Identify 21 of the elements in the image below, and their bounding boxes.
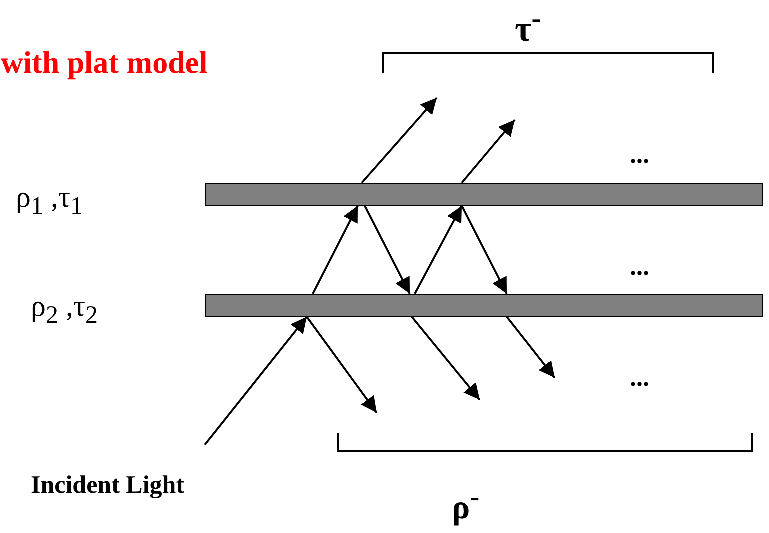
- bracket-label: τ$^{-}$: [515, 4, 542, 47]
- ellipsis: ...: [630, 254, 650, 280]
- title: with plat model: [1, 47, 208, 78]
- light-ray-arrow: [204, 316, 308, 446]
- light-ray-arrow: [414, 206, 463, 294]
- plate-label: ρ$_{2}$ ,τ$_{2}$: [31, 292, 98, 328]
- light-ray-arrow: [312, 206, 359, 294]
- plate-label: ρ$_{1}$ ,τ$_{1}$: [16, 183, 84, 219]
- light-ray-arrow: [361, 97, 438, 184]
- light-ray-arrow: [411, 316, 481, 401]
- ellipsis: ...: [630, 142, 650, 168]
- light-ray-arrow: [506, 316, 556, 379]
- bracket-label: ρ$^{-}$: [452, 484, 480, 526]
- light-ray-arrow: [461, 206, 508, 294]
- caption-text: Incident Light: [31, 473, 185, 498]
- ellipsis: ...: [630, 365, 650, 391]
- plate-bar: [205, 294, 763, 317]
- light-ray-arrow: [306, 316, 378, 414]
- light-ray-arrow: [461, 119, 516, 184]
- light-ray-arrow: [364, 206, 411, 294]
- plate-bar: [205, 183, 763, 206]
